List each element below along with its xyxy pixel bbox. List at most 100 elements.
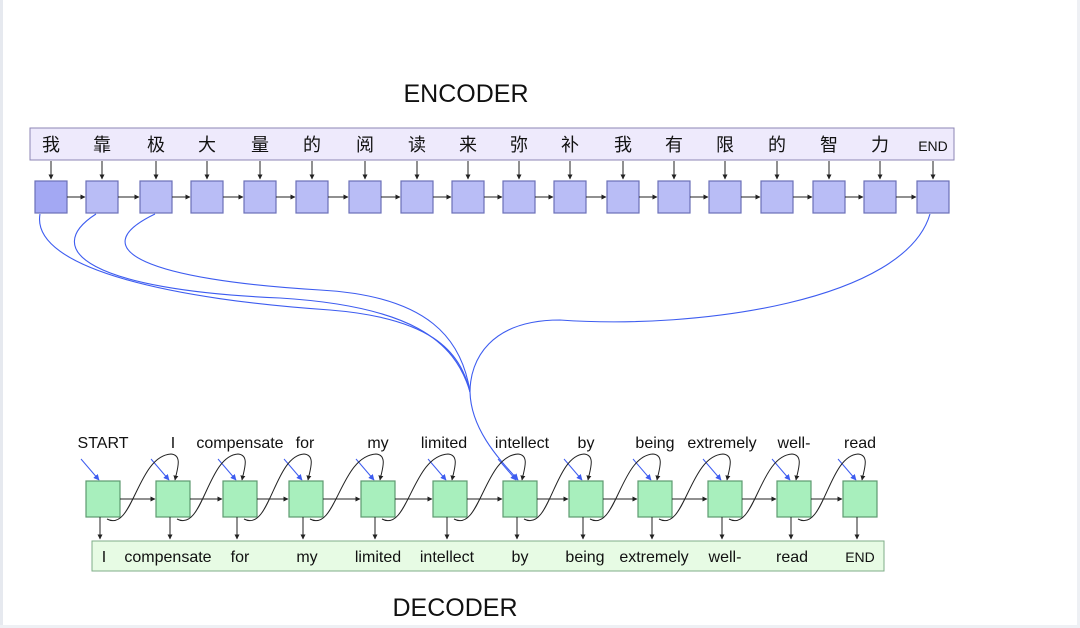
attention-curve — [74, 213, 471, 393]
encoder-token: 弥 — [510, 135, 528, 156]
attention-curve — [469, 213, 931, 393]
encoder-rnn-cell — [295, 180, 329, 214]
decoder-input-word: read — [844, 435, 876, 452]
encoder-rnn-cell — [190, 180, 224, 214]
encoder-token: 阅 — [356, 135, 374, 156]
decoder-rnn-cell — [637, 480, 673, 518]
decoder-rnn-cell — [432, 480, 468, 518]
decoder-input-word: my — [367, 435, 388, 452]
decoder-output-word: intellect — [420, 549, 475, 566]
encoder-token: 大 — [198, 135, 216, 156]
decoder-input-word: limited — [421, 435, 467, 452]
decoder-output-word: read — [776, 549, 808, 566]
encoder-rnn-cell — [657, 180, 691, 214]
decoder-input-arrow — [563, 458, 583, 481]
encoder-token: 我 — [42, 135, 60, 156]
decoder-feedback-arrow — [106, 453, 179, 522]
decoder-rnn-cell — [502, 480, 538, 518]
decoder-rnn-cell — [842, 480, 878, 518]
decoder-output-word: limited — [355, 549, 401, 566]
encoder-token: 量 — [251, 135, 269, 156]
decoder-input-arrow — [355, 458, 375, 481]
encoder-token: END — [918, 138, 948, 154]
decoder-output-word: I — [102, 549, 106, 566]
encoder-rnn-cell — [502, 180, 536, 214]
decoder-feedback-arrow — [453, 453, 526, 522]
decoder-feedback-arrow — [658, 453, 731, 522]
decoder-output-word: my — [296, 549, 317, 566]
decoder-rnn-cell — [155, 480, 191, 518]
encoder-token: 我 — [614, 135, 632, 156]
encoder-token: 智 — [820, 135, 838, 156]
decoder-feedback-arrow — [309, 453, 384, 522]
decoder-feedback-arrow — [176, 453, 246, 522]
decoder-rnn-cell — [776, 480, 812, 518]
decoder-input-word: START — [78, 435, 129, 452]
encoder-cells — [34, 161, 950, 214]
encoder-token: 补 — [561, 135, 579, 156]
decoder-input-word: well- — [777, 435, 811, 452]
decoder-rnn-cell — [222, 480, 258, 518]
decoder-input-arrow — [217, 458, 237, 481]
frame-left-border — [0, 0, 3, 628]
decoder-output-word: for — [231, 549, 250, 566]
encoder-token: 读 — [408, 135, 426, 156]
decoder-input-arrow — [837, 458, 857, 481]
attention-curve — [39, 213, 471, 393]
decoder-feedback-arrow — [381, 453, 456, 522]
decoder-input-arrow — [771, 458, 791, 481]
attention-curve — [124, 213, 471, 393]
decoder-input-arrow — [150, 458, 170, 481]
decoder-input-arrow — [427, 458, 447, 481]
encoder-token: 有 — [665, 135, 683, 156]
decoder-input-word: compensate — [196, 435, 283, 452]
encoder-token-bar — [29, 127, 955, 161]
encoder-token: 的 — [768, 135, 786, 156]
decoder-output-word: being — [565, 549, 604, 566]
decoder-input-word: I — [171, 435, 175, 452]
decoder-rnn-cell — [85, 480, 121, 518]
decoder-cells — [80, 453, 878, 540]
decoder-input-word: by — [578, 435, 595, 452]
decoder-input-word: for — [296, 435, 315, 452]
encoder-title: ENCODER — [403, 80, 528, 108]
encoder-rnn-cell — [606, 180, 640, 214]
encoder-token: 极 — [147, 135, 165, 156]
encoder-rnn-cell — [85, 180, 119, 214]
encoder-rnn-cell — [863, 180, 897, 214]
encoder-token: 的 — [303, 135, 321, 156]
decoder-input-arrow — [497, 458, 517, 481]
decoder-feedback-arrow — [243, 453, 312, 522]
frame-bottom-border — [0, 625, 1080, 628]
decoder-feedback-arrow — [728, 453, 800, 522]
decoder-title: DECODER — [392, 594, 517, 622]
encoder-token: 来 — [459, 135, 477, 156]
encoder-rnn-cell — [553, 180, 587, 214]
encoder-token: 限 — [716, 135, 734, 156]
decoder-output-word: well- — [708, 549, 742, 566]
encoder-rnn-cell — [34, 180, 68, 214]
encoder-rnn-cell — [139, 180, 173, 214]
attention-context-arrow — [469, 391, 519, 481]
attention-curves — [39, 213, 931, 481]
decoder-feedback-arrow — [523, 453, 592, 522]
encoder-tokens: 我 靠 极 大 量 的 阅 读 来 弥 补 我 有 限 的 智 力 END — [42, 135, 948, 156]
decoder-feedback-arrow — [797, 453, 866, 522]
decoder-rnn-cell — [288, 480, 324, 518]
decoder-input-arrow — [283, 458, 303, 481]
encoder-token: 靠 — [93, 135, 111, 156]
decoder-input-word: being — [635, 435, 674, 452]
decoder-feedback-arrow — [589, 453, 661, 522]
decoder-output-word: END — [845, 549, 875, 565]
decoder-output-word: extremely — [619, 549, 688, 566]
encoder-rnn-cell — [348, 180, 382, 214]
encoder-rnn-cell — [243, 180, 277, 214]
decoder-input-word: intellect — [495, 435, 550, 452]
encoder-token: 力 — [871, 135, 889, 156]
decoder-output-word: by — [512, 549, 529, 566]
encoder-rnn-cell — [400, 180, 434, 214]
